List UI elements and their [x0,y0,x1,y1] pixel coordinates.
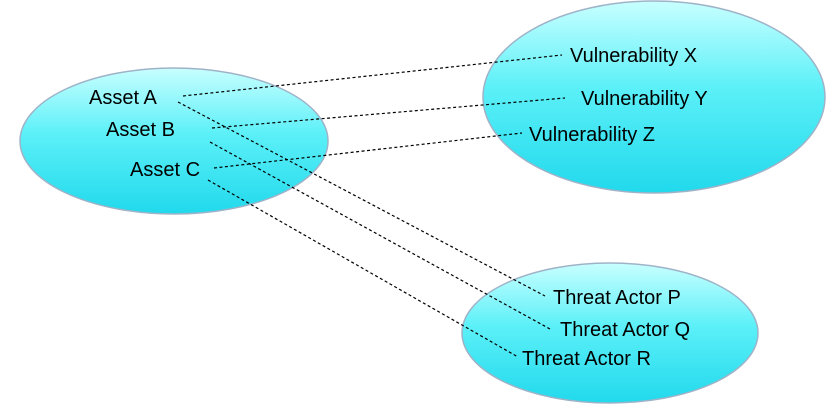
threat-actor-p-label: Threat Actor P [553,287,681,309]
threat-actors-ellipse [461,262,759,404]
asset-b-label: Asset B [106,119,175,141]
vulnerability-z-label: Vulnerability Z [529,124,655,146]
threat-actor-r-label: Threat Actor R [522,348,651,370]
threat-actor-q-label: Threat Actor Q [560,319,690,341]
link-asset-c-vulnerability-z [213,132,523,169]
vulnerabilities-ellipse [482,0,826,194]
link-asset-b-vulnerability-y [211,97,566,129]
vulnerability-x-label: Vulnerability X [570,45,697,67]
link-asset-b-threat-actor-q [209,141,551,330]
asset-a-label: Asset A [89,87,157,109]
vulnerability-y-label: Vulnerability Y [581,88,708,110]
link-asset-c-threat-actor-r [207,179,519,358]
asset-c-label: Asset C [130,159,200,181]
assets-ellipse [19,67,329,215]
